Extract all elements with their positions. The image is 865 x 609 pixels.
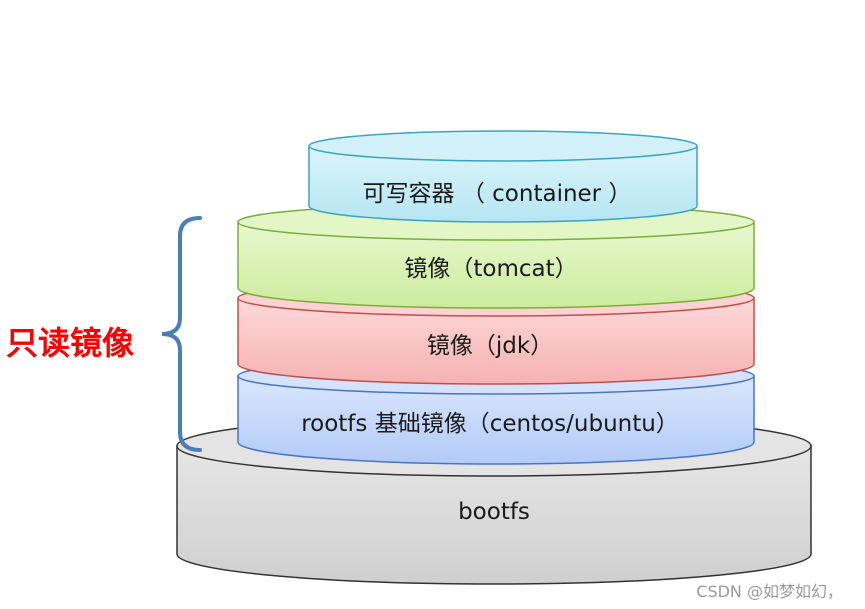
rootfs-label: rootfs 基础镜像（centos/ubuntu） <box>301 411 679 437</box>
readonly-brace <box>161 216 202 452</box>
bootfs-label: bootfs <box>458 499 530 525</box>
container-layer <box>308 130 698 223</box>
container-label: 可写容器 （ container ） <box>362 181 632 207</box>
readonly-image-label: 只读镜像 <box>6 324 135 362</box>
watermark: CSDN @如梦如幻， <box>696 582 843 601</box>
tomcat-label: 镜像（tomcat） <box>404 256 578 282</box>
jdk-label: 镜像（jdk） <box>426 333 554 359</box>
